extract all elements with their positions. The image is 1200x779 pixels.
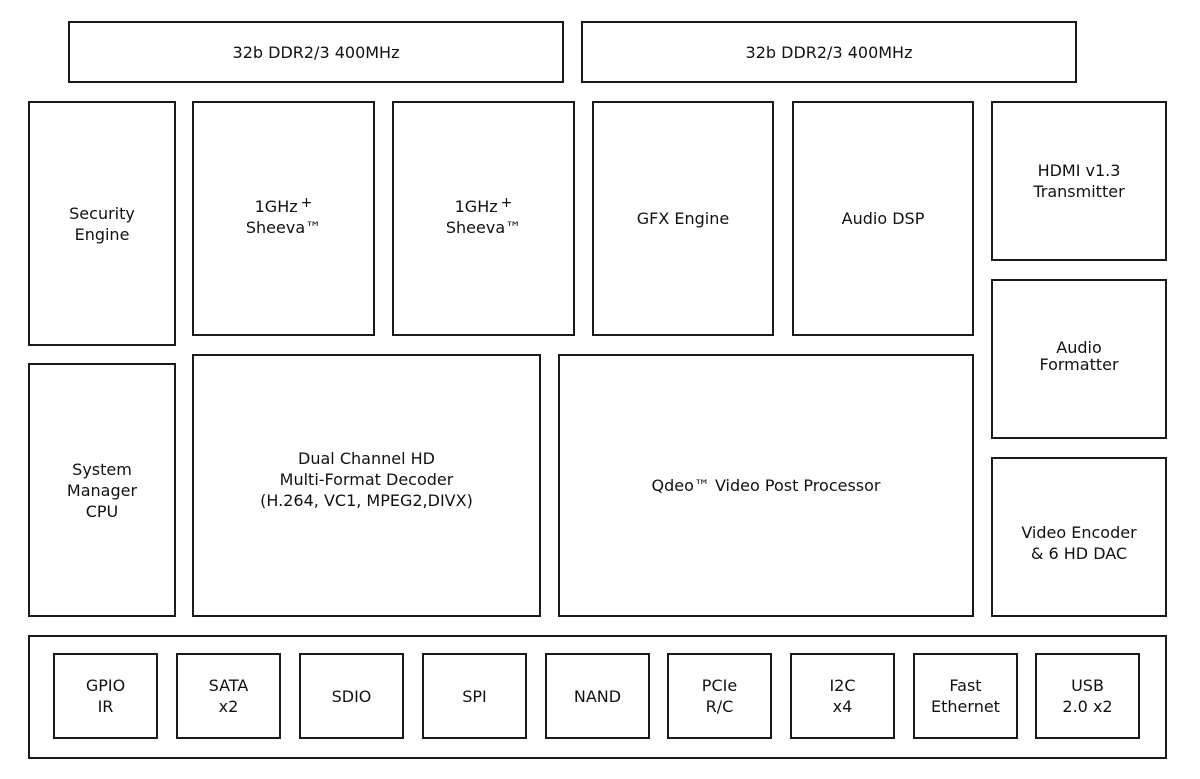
peripheral-label: R/C	[705, 697, 734, 716]
block-label: (H.264, VC1, MPEG2,DIVX)	[260, 491, 473, 510]
peripheral-nand: NAND	[545, 653, 650, 739]
peripheral-label: x2	[218, 697, 239, 716]
peripheral-sdio: SDIO	[299, 653, 404, 739]
peripheral-label: SDIO	[331, 686, 372, 706]
peripheral-label: SATA	[208, 676, 249, 695]
audio-dsp-block: Audio DSP	[792, 101, 974, 336]
block-label: Multi-Format Decoder	[279, 470, 454, 489]
peripheral-label: USB	[1071, 676, 1104, 695]
memory-controller-2: 32b DDR2/3 400MHz	[581, 21, 1077, 83]
hdmi-transmitter-block: HDMI v1.3 Transmitter	[991, 101, 1167, 261]
gfx-engine-block: GFX Engine	[592, 101, 774, 336]
audio-formatter-block: Audio Formatter	[991, 279, 1167, 439]
block-label: Transmitter	[1033, 182, 1125, 201]
peripheral-sata: SATA x2	[176, 653, 281, 739]
block-label: CPU	[85, 501, 119, 521]
peripheral-label: I2C	[829, 676, 856, 695]
peripheral-label: Ethernet	[931, 697, 1000, 716]
memory-controller-1: 32b DDR2/3 400MHz	[68, 21, 564, 83]
cpu-name: Sheeva™	[245, 217, 322, 237]
qdeo-post-processor-block: Qdeo™ Video Post Processor	[558, 354, 974, 617]
peripheral-gpio-ir: GPIO IR	[53, 653, 158, 739]
block-label: Audio DSP	[841, 209, 925, 228]
cpu-name: Sheeva™	[445, 217, 522, 237]
block-label: Formatter	[1039, 355, 1119, 374]
memory-label: 32b DDR2/3 400MHz	[232, 42, 400, 62]
block-label: Audio	[1056, 338, 1102, 357]
video-decoder-block: Dual Channel HD Multi-Format Decoder (H.…	[192, 354, 541, 617]
block-label: GFX Engine	[636, 209, 730, 228]
cpu-core-2-block: 1GHz+ Sheeva™	[392, 101, 575, 336]
block-label: Engine	[74, 224, 130, 244]
peripheral-label: NAND	[573, 686, 622, 706]
block-label: Qdeo™ Video Post Processor	[651, 476, 881, 495]
block-label: & 6 HD DAC	[1030, 544, 1128, 563]
peripheral-spi: SPI	[422, 653, 527, 739]
block-label: Manager	[66, 480, 138, 500]
peripheral-label: GPIO	[85, 676, 126, 695]
memory-label: 32b DDR2/3 400MHz	[745, 42, 913, 62]
system-manager-cpu-block: System Manager CPU	[28, 363, 176, 617]
cpu-speed: 1GHz+	[454, 194, 513, 216]
peripheral-label: PCIe	[701, 676, 738, 695]
peripheral-label: 2.0 x2	[1062, 697, 1113, 716]
cpu-core-1-block: 1GHz+ Sheeva™	[192, 101, 375, 336]
block-label: Dual Channel HD	[298, 449, 435, 468]
peripheral-label: x4	[832, 697, 853, 716]
block-label: System	[72, 459, 132, 479]
peripheral-label: Fast	[949, 676, 982, 695]
peripheral-label: SPI	[462, 686, 487, 706]
block-label: Video Encoder	[1021, 523, 1137, 542]
security-engine-block: Security Engine	[28, 101, 176, 346]
video-encoder-block: Video Encoder & 6 HD DAC	[991, 457, 1167, 617]
peripheral-label: IR	[97, 697, 114, 716]
block-label: Security	[69, 203, 135, 223]
cpu-speed: 1GHz+	[254, 194, 313, 216]
peripheral-usb: USB 2.0 x2	[1035, 653, 1140, 739]
block-label: HDMI v1.3	[1037, 161, 1121, 180]
